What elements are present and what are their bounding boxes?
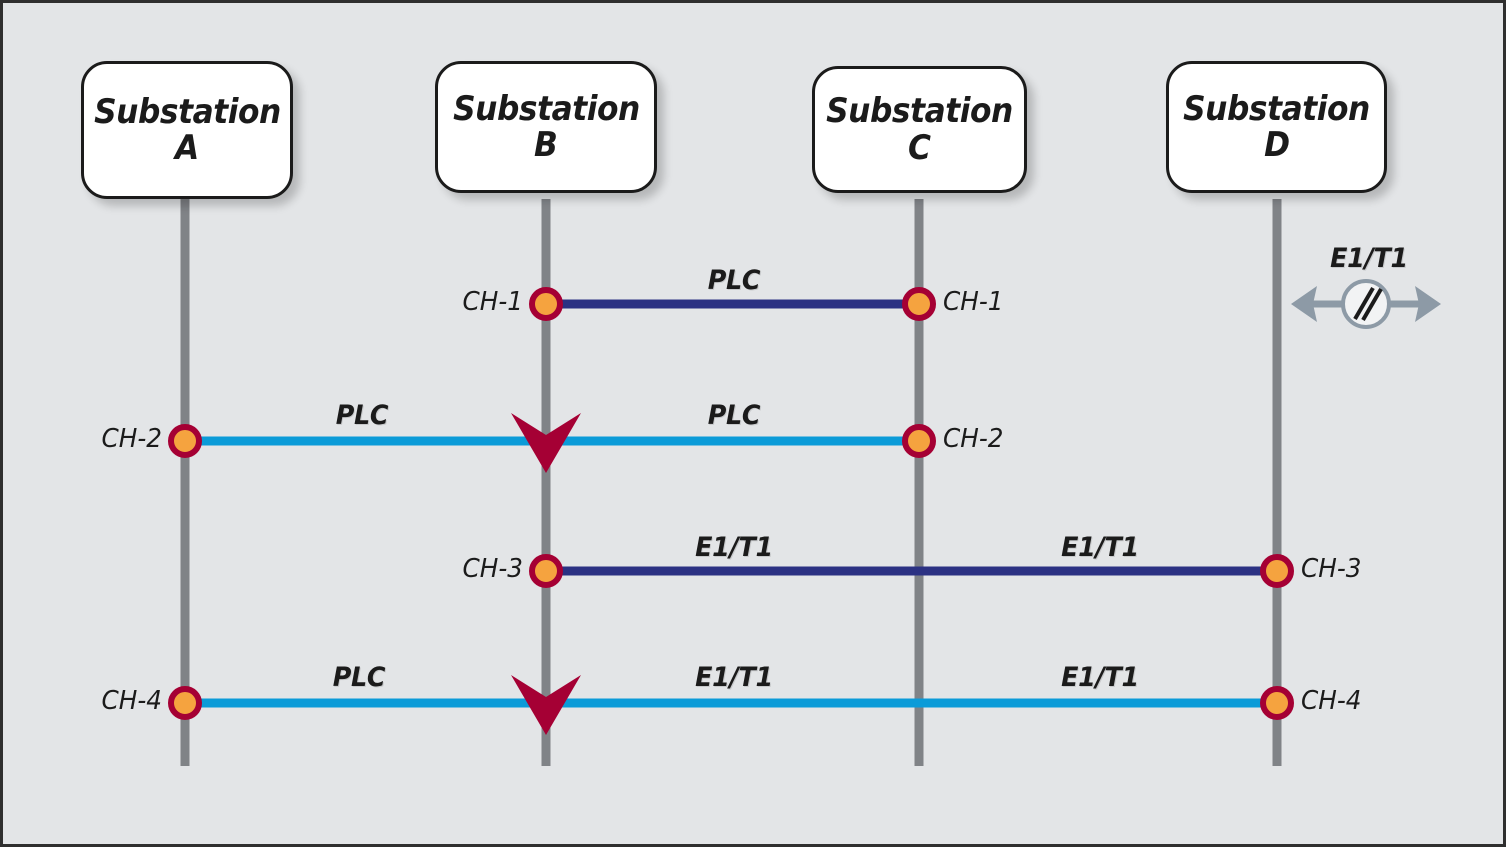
media-label-ch-3-c-d: E1/T1	[1061, 532, 1139, 563]
media-label-ch-3-b-c: E1/T1	[695, 532, 773, 563]
channel-endpoint-label-ch-3-b: CH-3	[462, 554, 523, 584]
external-link-media-label: E1/T1	[1330, 243, 1408, 274]
bus-line-a	[180, 199, 190, 766]
media-label-ch-2-a-b: PLC	[335, 400, 389, 431]
channel-node-ch-2-a[interactable]	[168, 424, 202, 458]
media-label-ch-2-b-c: PLC	[707, 400, 761, 431]
media-label-ch-4-c-d: E1/T1	[1061, 662, 1139, 693]
substation-label-id: D	[1263, 125, 1290, 165]
substation-label-word: Substation	[826, 91, 1013, 132]
channel-endpoint-label-ch-4-d: CH-4	[1301, 686, 1362, 716]
slash-mark-1-icon	[1353, 286, 1375, 321]
channel-endpoint-label-ch-4-a: CH-4	[101, 686, 162, 716]
channel-node-ch-3-d[interactable]	[1260, 554, 1294, 588]
slash-mark-2-icon	[1361, 287, 1383, 322]
channel-node-ch-4-d[interactable]	[1260, 686, 1294, 720]
channel-endpoint-label-ch-3-d: CH-3	[1301, 554, 1362, 584]
substation-label-word: Substation	[1183, 88, 1370, 129]
drop-arrow-ch-4-b-icon	[511, 675, 581, 735]
diagram-graphics-layer	[168, 199, 1441, 766]
channel-node-ch-2-c[interactable]	[902, 424, 936, 458]
media-label-ch-1-b-c: PLC	[707, 265, 761, 296]
substation-label-id: C	[908, 127, 931, 168]
bus-line-c	[914, 199, 924, 766]
drop-arrow-ch-2-b-icon	[511, 413, 581, 473]
channel-node-ch-3-b[interactable]	[529, 554, 563, 588]
substation-label-word: Substation	[452, 88, 640, 129]
arrow-left-icon	[1291, 286, 1317, 322]
channel-node-ch-1-b[interactable]	[529, 287, 563, 321]
media-label-ch-4-b-c: E1/T1	[695, 662, 773, 693]
bus-line-d	[1272, 199, 1282, 766]
media-label-ch-4-a-b: PLC	[332, 662, 386, 693]
channel-endpoint-label-ch-2-c: CH-2	[943, 424, 1004, 454]
external-e1t1-link	[1291, 279, 1441, 329]
substation-label-id: A	[175, 128, 199, 168]
substation-label-id: B	[534, 125, 558, 165]
channel-endpoint-label-ch-1-b: CH-1	[462, 287, 523, 317]
channel-endpoint-label-ch-1-c: CH-1	[943, 287, 1004, 317]
channel-node-ch-4-a[interactable]	[168, 686, 202, 720]
substation-label-word: Substation	[93, 91, 281, 132]
bus-line-b	[541, 199, 551, 766]
arrow-right-icon	[1415, 286, 1441, 322]
channel-node-ch-1-c[interactable]	[902, 287, 936, 321]
channel-endpoint-label-ch-2-a: CH-2	[101, 424, 162, 454]
